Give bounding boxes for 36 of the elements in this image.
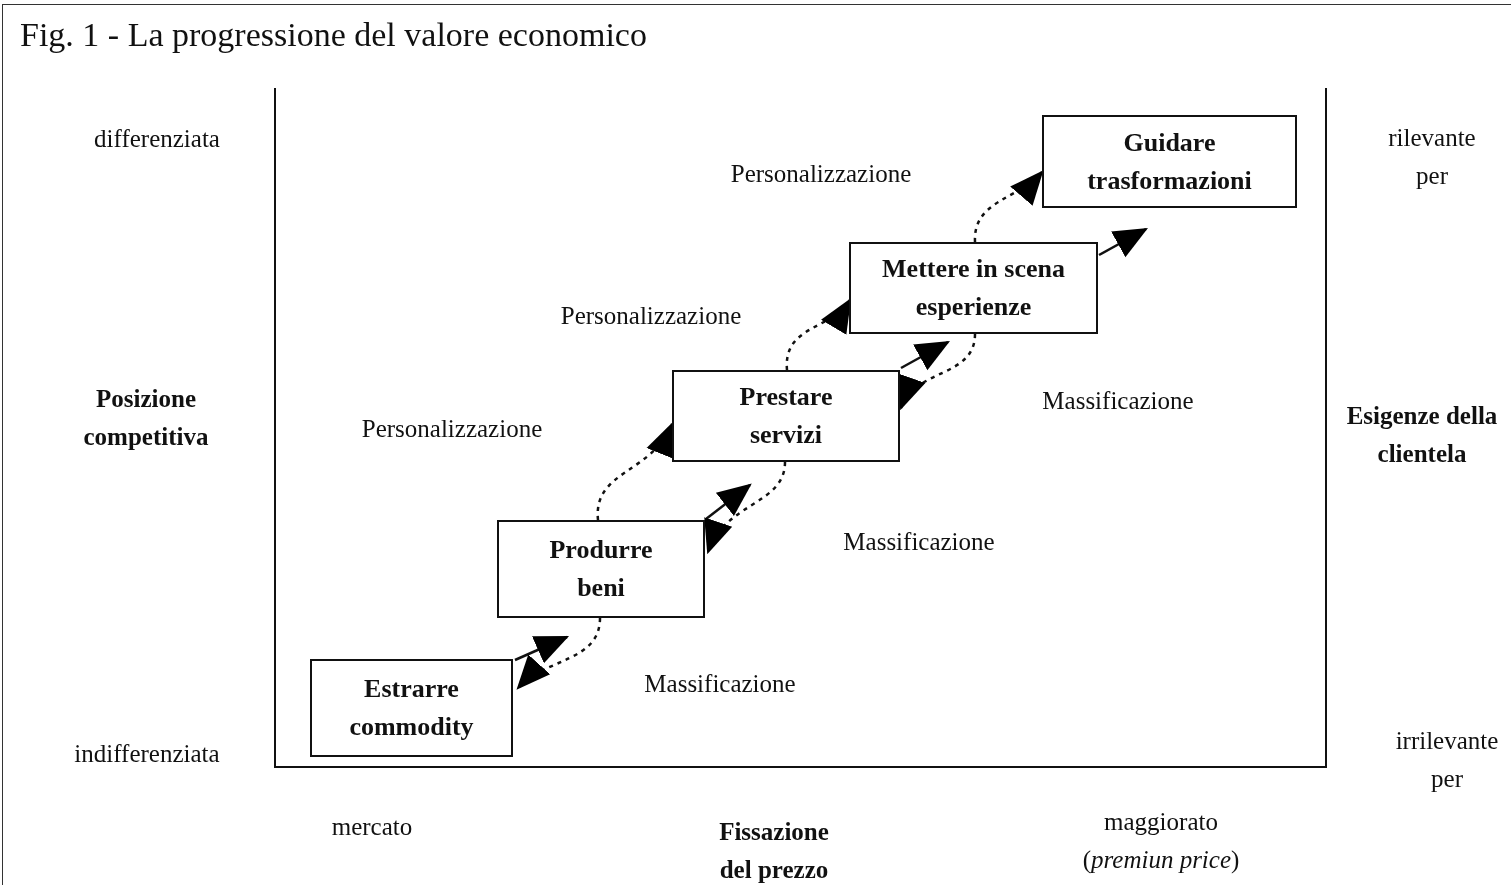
axis-label: differenziata [93, 124, 221, 154]
flow-label: Personalizzazione [559, 301, 743, 331]
box-label: Guidare trasformazioni [1086, 126, 1253, 197]
process-box [310, 659, 513, 757]
flow-label: Massificazione [1041, 386, 1195, 416]
dotted-arrow [706, 461, 787, 555]
box-label: Produrre beni [548, 534, 654, 604]
axis-label: rilevante per [1387, 123, 1477, 191]
dotted-arrow [973, 170, 1044, 243]
axis-title: Esigenze della clientela [1345, 401, 1499, 469]
box-label: Mettere in scena esperienze [881, 253, 1066, 323]
axis-label: maggiorato [1103, 807, 1219, 837]
arrow [514, 635, 570, 664]
process-box [497, 520, 705, 618]
process-box [672, 370, 900, 462]
flow-label: Personalizzazione [729, 159, 913, 189]
flow-label: Personalizzazione [360, 414, 544, 444]
process-box [1042, 115, 1297, 208]
axis-label: irrilevante per [1394, 726, 1500, 794]
process-box [849, 242, 1098, 334]
flow-label: Massificazione [643, 669, 797, 699]
axis-label: mercato [330, 812, 414, 842]
dotted-arrow [899, 333, 977, 411]
axis-label: (premiun price) [1081, 845, 1241, 875]
axis-title: Posizione competitiva [82, 384, 210, 452]
arrow [1098, 227, 1148, 258]
box-label: Prestare servizi [738, 381, 834, 451]
axis-title: Fissazione del prezzo [718, 817, 830, 885]
box-label: Estrarre commodity [348, 673, 475, 743]
dotted-arrow [596, 422, 674, 520]
arrow [900, 340, 950, 371]
figure-title: Fig. 1 - La progressione del valore economico [20, 16, 647, 54]
axis-label: indifferenziata [73, 739, 221, 769]
dotted-arrow [516, 617, 602, 690]
arrow [705, 483, 752, 520]
flow-label: Massificazione [842, 527, 996, 557]
